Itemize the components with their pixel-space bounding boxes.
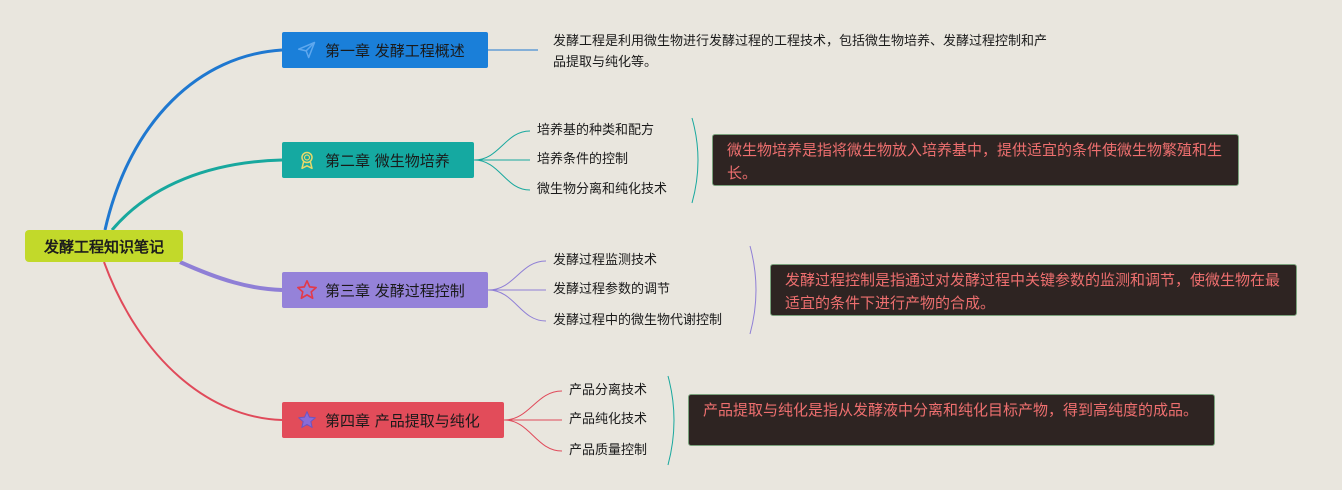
topic-ch2-1[interactable]: 培养基的种类和配方 [537,123,655,138]
connector-ch4-topic3 [503,419,563,452]
topic-ch4-1[interactable]: 产品分离技术 [569,383,648,398]
topic-ch3-1[interactable]: 发酵过程监测技术 [553,253,658,268]
root-topic[interactable]: 发酵工程知识笔记 [25,230,183,262]
chapter-3-label: 第三章 发酵过程控制 [325,281,465,300]
star-outline-icon [296,279,318,301]
connector-ch4-topic1 [503,390,563,421]
connector-ch2-topic3 [473,159,531,191]
connector-root-ch3 [179,260,283,292]
summary-brace-ch4 [667,375,675,466]
award-ribbon-icon [296,149,318,171]
summary-brace-ch2 [691,117,699,204]
chapter-3-summary[interactable]: 发酵过程控制是指通过对发酵过程中关键参数的监测和调节，使微生物在最适宜的条件下进… [770,264,1297,316]
chapter-4-label: 第四章 产品提取与纯化 [325,411,480,430]
chapter-4-summary[interactable]: 产品提取与纯化是指从发酵液中分离和纯化目标产物，得到高纯度的成品。 [688,394,1215,446]
star-filled-icon [296,409,318,431]
topic-ch4-2[interactable]: 产品纯化技术 [569,412,648,427]
topic-ch3-3[interactable]: 发酵过程中的微生物代谢控制 [553,313,723,328]
chapter-2-label: 第二章 微生物培养 [325,151,450,170]
connector-ch3-topic3 [487,289,547,322]
connector-root-ch1 [103,48,283,231]
connector-ch3-topic1 [487,260,547,291]
topic-ch4-3[interactable]: 产品质量控制 [569,443,648,458]
chapter-2-summary[interactable]: 微生物培养是指将微生物放入培养基中，提供适宜的条件使微生物繁殖和生长。 [712,134,1239,186]
chapter-1-node[interactable]: 第一章 发酵工程概述 [282,32,488,68]
paper-plane-icon [296,39,318,61]
connector-root-ch4 [103,261,283,421]
chapter-1-note: 发酵工程是利用微生物进行发酵过程的工程技术，包括微生物培养、发酵过程控制和产品提… [553,34,1048,70]
summary-brace-ch3 [749,245,757,335]
chapter-4-node[interactable]: 第四章 产品提取与纯化 [282,402,504,438]
topic-ch2-3[interactable]: 微生物分离和纯化技术 [537,182,668,197]
chapter-1-label: 第一章 发酵工程概述 [325,41,465,60]
topic-ch3-2[interactable]: 发酵过程参数的调节 [553,282,671,297]
root-topic-label: 发酵工程知识笔记 [43,237,164,256]
connector-ch2-topic1 [473,130,531,161]
connector-root-ch2 [110,158,283,231]
chapter-3-node[interactable]: 第三章 发酵过程控制 [282,272,488,308]
topic-ch2-2[interactable]: 培养条件的控制 [537,152,629,167]
chapter-2-node[interactable]: 第二章 微生物培养 [282,142,474,178]
